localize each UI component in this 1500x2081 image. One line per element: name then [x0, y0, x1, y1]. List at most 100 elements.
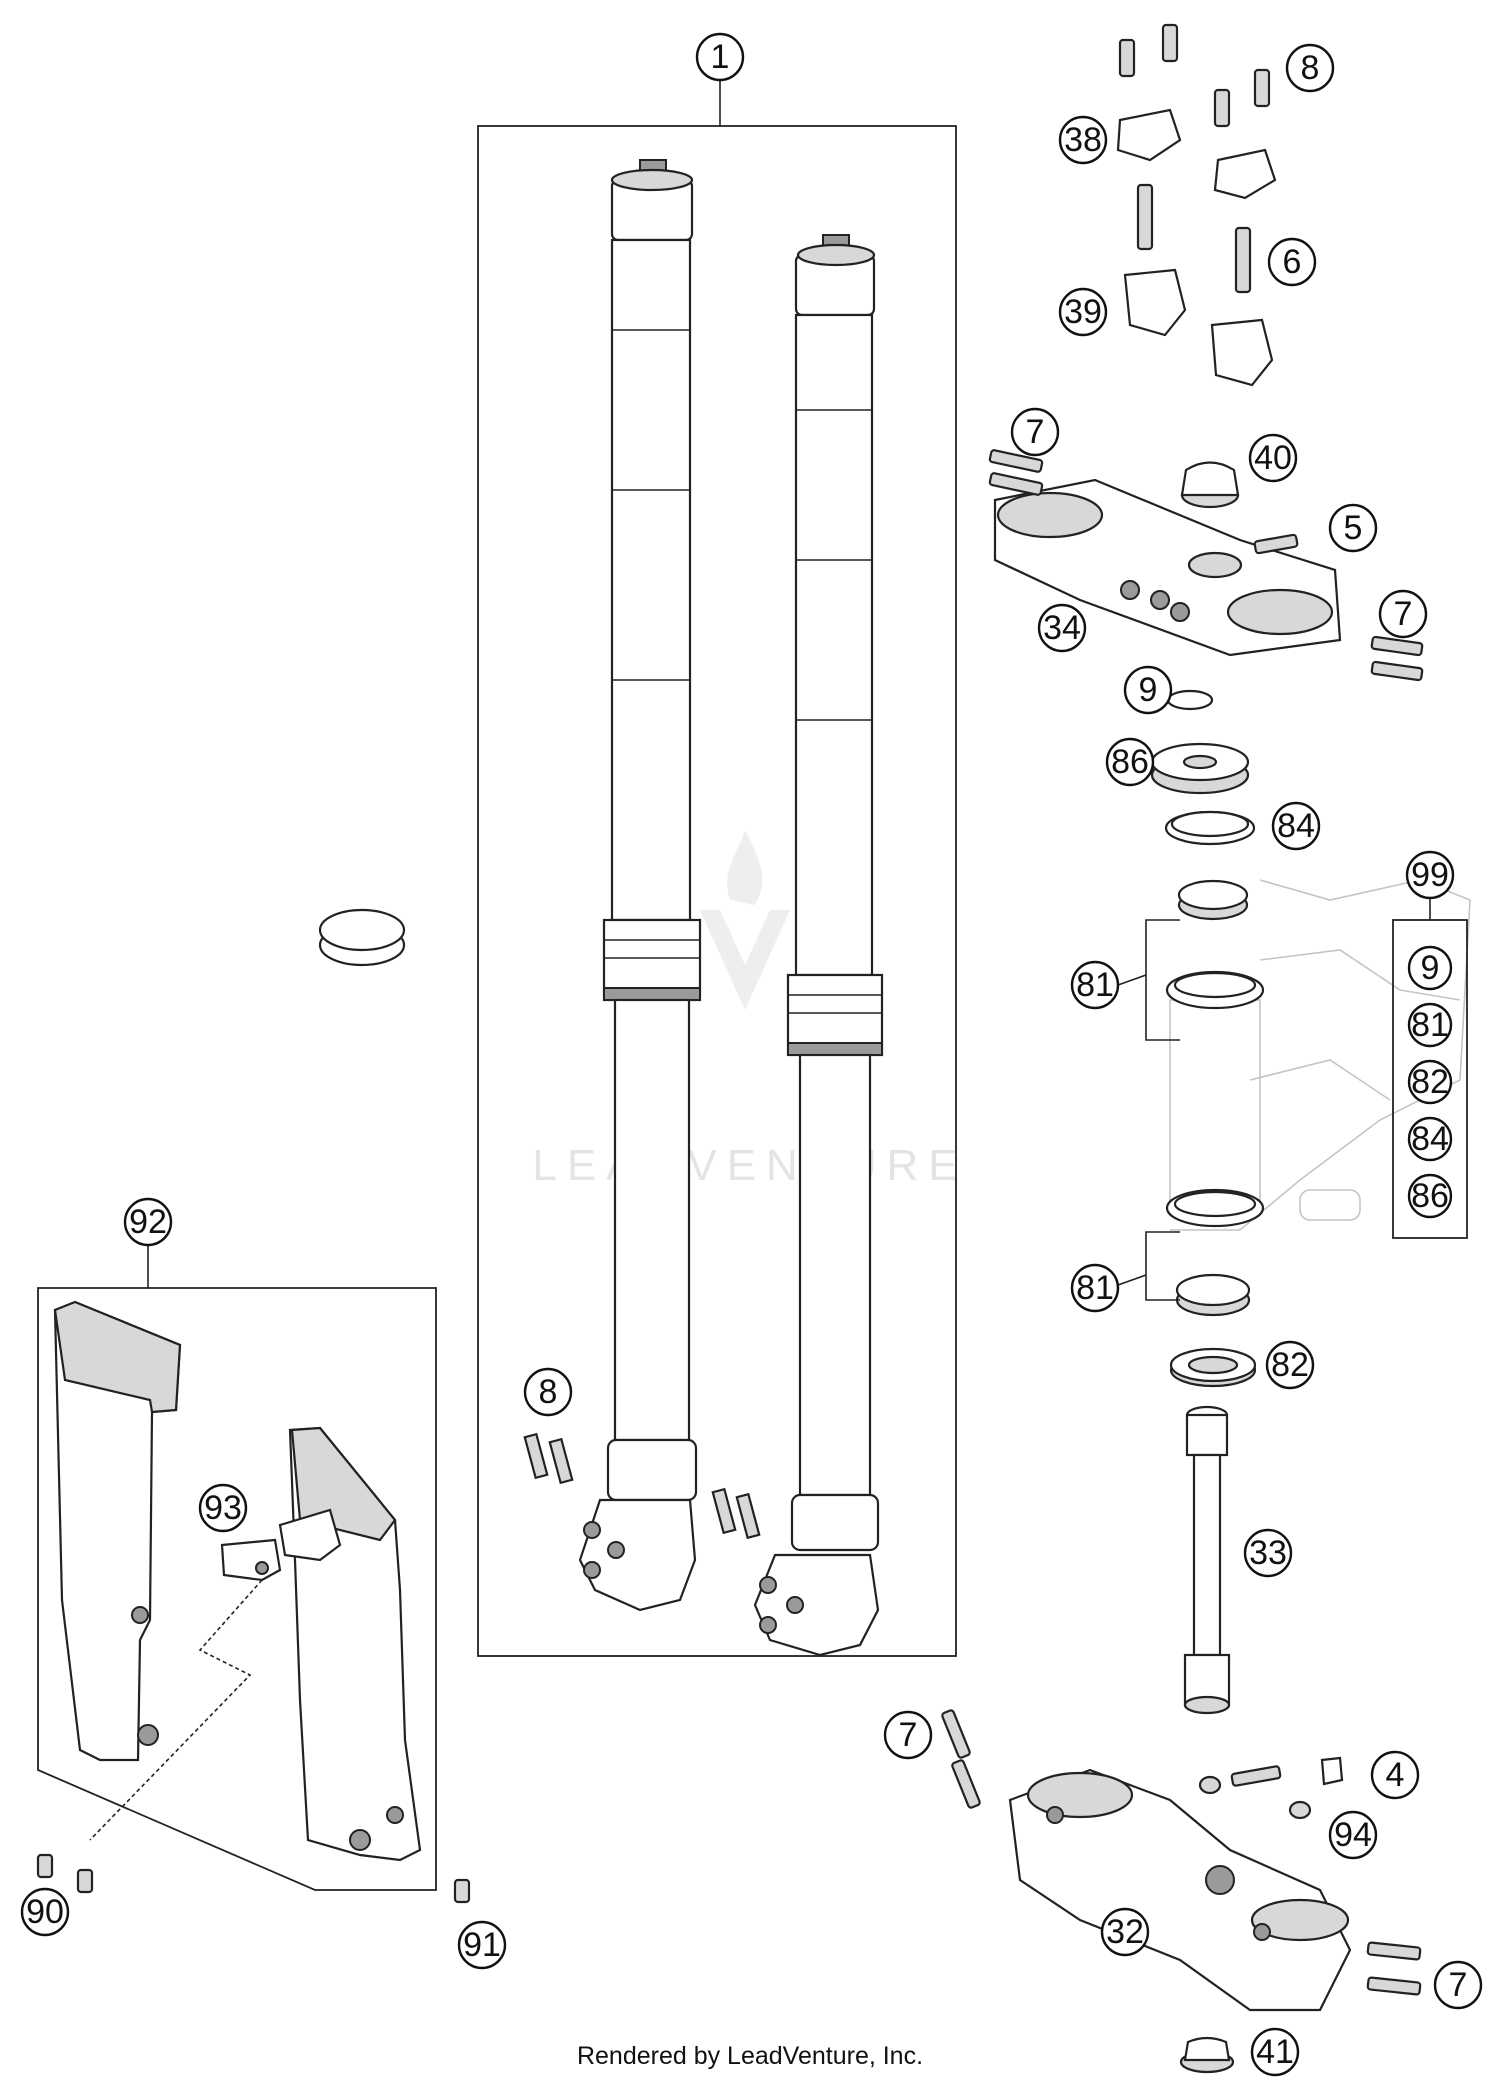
seal-86 — [1150, 742, 1250, 795]
callout-81-lower: 81 — [1070, 1263, 1120, 1313]
callout-8-top: 8 — [1285, 43, 1335, 93]
callout-84: 84 — [1271, 801, 1321, 851]
callout-7-lower-left-label: 7 — [899, 1716, 918, 1754]
callout-7-lower-right-label: 7 — [1449, 1966, 1468, 2004]
lower-clamp-bolts-7d — [1366, 1941, 1422, 1996]
leader-81 — [1117, 919, 1180, 1301]
pinch-bolt-5 — [1253, 533, 1299, 555]
kit-item-81: 81 — [1407, 1002, 1453, 1048]
callout-81-upper: 81 — [1070, 960, 1120, 1010]
callout-90-label: 90 — [26, 1893, 64, 1931]
fork-protector-right — [288, 1426, 422, 1862]
callout-86: 86 — [1105, 737, 1155, 787]
fork-protector-frame — [37, 1245, 437, 1891]
upper-triple-clamp-34 — [993, 478, 1342, 657]
callout-7-upper-left: 7 — [1010, 407, 1060, 457]
kit-item-82: 82 — [1407, 1059, 1453, 1105]
callout-39-label: 39 — [1064, 293, 1102, 331]
callout-7-upper-left-label: 7 — [1026, 413, 1045, 451]
callout-94: 94 — [1328, 1810, 1378, 1860]
lower-triple-clamp-32 — [1008, 1768, 1352, 2012]
seal-82 — [1169, 1347, 1257, 1388]
steering-head-tube — [1165, 970, 1265, 1228]
callout-33: 33 — [1243, 1528, 1293, 1578]
bolt-91 — [453, 1878, 471, 1904]
kit-item-81-label: 81 — [1411, 1006, 1449, 1044]
fork-assembly-frame — [477, 80, 957, 1657]
fork-clamp-bolts-8 — [523, 1432, 761, 1540]
callout-40-label: 40 — [1254, 439, 1292, 477]
callout-84-label: 84 — [1277, 807, 1315, 845]
callout-9-label: 9 — [1139, 671, 1158, 709]
callout-8-lower-label: 8 — [539, 1373, 558, 1411]
callout-38: 38 — [1058, 115, 1108, 165]
callout-4: 4 — [1370, 1750, 1420, 1800]
handlebar-bolts-6 — [1136, 183, 1252, 294]
fork-leg-right — [753, 234, 884, 1657]
callout-40: 40 — [1248, 433, 1298, 483]
callout-34-label: 34 — [1043, 609, 1081, 647]
render-credit: Rendered by LeadVenture, Inc. — [576, 2042, 924, 2070]
dashed-link — [89, 1579, 263, 1841]
callout-93-label: 93 — [204, 1489, 242, 1527]
callout-9: 9 — [1123, 665, 1173, 715]
callout-92: 92 — [123, 1197, 173, 1247]
callout-8-lower: 8 — [523, 1367, 573, 1417]
callout-81-lower-label: 81 — [1076, 1269, 1114, 1307]
callout-38-label: 38 — [1064, 121, 1102, 159]
callout-32: 32 — [1100, 1907, 1150, 1957]
fork-leg-left — [578, 159, 702, 1612]
callout-1: 1 — [695, 32, 745, 82]
kit-item-84-label: 84 — [1411, 1120, 1449, 1158]
callout-32-label: 32 — [1106, 1913, 1144, 1951]
callout-6: 6 — [1267, 237, 1317, 287]
top-clamp-bolts-7b — [1370, 635, 1424, 682]
callout-90: 90 — [20, 1887, 70, 1937]
lower-clamp-bolts-7c — [941, 1709, 981, 1809]
loose-fork-ring — [318, 908, 406, 967]
callout-99-label: 99 — [1411, 856, 1449, 894]
callout-91-label: 91 — [463, 1926, 501, 1964]
kit-item-9-label: 9 — [1421, 949, 1440, 987]
callout-7-upper-right-label: 7 — [1394, 595, 1413, 633]
bolts-90 — [36, 1853, 94, 1894]
callout-82: 82 — [1265, 1340, 1315, 1390]
handlebar-clamp-upper-38 — [1116, 108, 1277, 200]
o-ring-9 — [1166, 689, 1214, 711]
pinch-bolt-4 — [1198, 1756, 1344, 1795]
callout-5: 5 — [1328, 503, 1378, 553]
callout-8-top-label: 8 — [1301, 49, 1320, 87]
steering-stem-33 — [1183, 1405, 1231, 1715]
callout-7-lower-left: 7 — [883, 1710, 933, 1760]
kit-item-84: 84 — [1407, 1116, 1453, 1162]
kit-item-82-label: 82 — [1411, 1063, 1449, 1101]
bearing-race-84 — [1164, 810, 1256, 846]
handlebar-clamp-lower-39 — [1123, 268, 1274, 387]
stem-nut-41 — [1179, 2036, 1235, 2074]
callout-41-label: 41 — [1256, 2033, 1294, 2071]
leadventure-watermark: LEADVENTURE — [532, 830, 958, 1190]
callout-6-label: 6 — [1283, 243, 1302, 281]
bearings-81 — [1175, 879, 1251, 1317]
callout-5-label: 5 — [1344, 509, 1363, 547]
nut-94 — [1288, 1800, 1312, 1820]
callout-86-label: 86 — [1111, 743, 1149, 781]
callout-7-lower-right: 7 — [1433, 1960, 1483, 2010]
callout-92-label: 92 — [129, 1203, 167, 1241]
callout-99: 99 — [1405, 850, 1455, 900]
steering-cap-40 — [1180, 461, 1240, 509]
handlebar-clamp-bolts-8 — [1118, 23, 1271, 128]
callout-1-label: 1 — [711, 38, 730, 76]
top-clamp-bolts-7a — [988, 449, 1044, 496]
kit-item-86: 86 — [1407, 1173, 1453, 1219]
callout-93: 93 — [198, 1483, 248, 1533]
callout-39: 39 — [1058, 287, 1108, 337]
callout-7-upper-right: 7 — [1378, 589, 1428, 639]
kit-item-9: 9 — [1407, 945, 1453, 991]
kit-item-86-label: 86 — [1411, 1177, 1449, 1215]
callout-34: 34 — [1037, 603, 1087, 653]
callout-33-label: 33 — [1249, 1534, 1287, 1572]
fork-protector-left — [53, 1300, 182, 1762]
callout-41: 41 — [1250, 2027, 1300, 2077]
